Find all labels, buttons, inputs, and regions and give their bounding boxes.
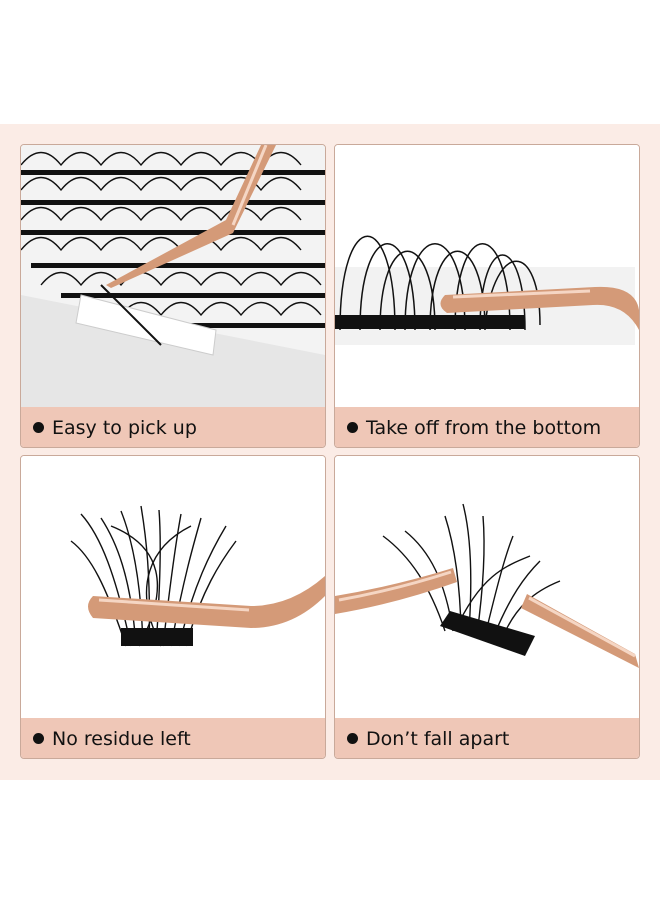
feature-panel-easy-pick: Easy to pick up bbox=[20, 144, 326, 448]
caption-text: No residue left bbox=[52, 727, 191, 750]
bullet-icon bbox=[347, 733, 358, 744]
caption-bar: Don’t fall apart bbox=[335, 718, 639, 758]
bullet-icon bbox=[347, 422, 358, 433]
caption-bar: Easy to pick up bbox=[21, 407, 325, 447]
feature-panel-dont-fall-apart: Don’t fall apart bbox=[334, 455, 640, 759]
bullet-icon bbox=[33, 422, 44, 433]
lash-strip-photo bbox=[335, 145, 639, 407]
lash-cluster-intact-photo bbox=[335, 456, 639, 718]
caption-text: Don’t fall apart bbox=[366, 727, 510, 750]
bullet-icon bbox=[33, 733, 44, 744]
caption-bar: No residue left bbox=[21, 718, 325, 758]
feature-panel-take-off: Take off from the bottom bbox=[334, 144, 640, 448]
lash-cluster-photo bbox=[21, 456, 325, 718]
caption-text: Take off from the bottom bbox=[366, 416, 602, 439]
feature-panel-no-residue: No residue left bbox=[20, 455, 326, 759]
lash-tray-photo bbox=[21, 145, 325, 407]
caption-text: Easy to pick up bbox=[52, 416, 197, 439]
caption-bar: Take off from the bottom bbox=[335, 407, 639, 447]
